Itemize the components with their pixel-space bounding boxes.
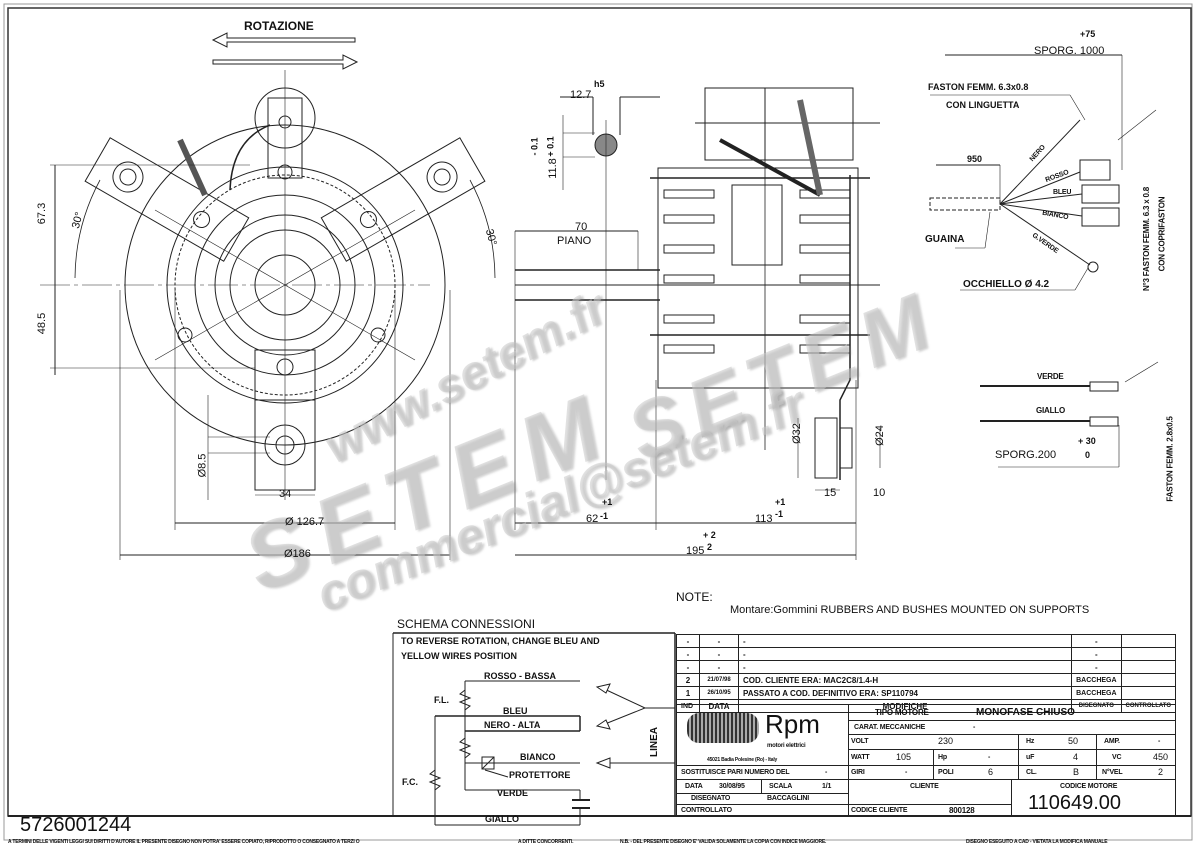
revision-row: ---- — [676, 660, 1177, 674]
client-code-cell: CODICE CLIENTE 800128 — [848, 804, 1012, 816]
dim-diameter-outer: Ø186 — [284, 548, 311, 560]
faston3-label: N°3 FASTON FEMM. 6.3 x 0.8 — [1142, 186, 1152, 292]
schema-linea: LINEA — [649, 727, 660, 757]
dim-62-tol-minus: -1 — [600, 511, 609, 521]
schema-protettore: PROTETTORE — [509, 770, 571, 780]
dim-62-tol-plus: +1 — [602, 497, 613, 507]
brand-sub: motori elettrici — [767, 743, 806, 749]
capacitor-leads-diagram — [980, 361, 1159, 468]
drawn-by-row: DISEGNATO BACCAGLINI — [677, 793, 849, 805]
dim-113-tol-minus: -1 — [775, 509, 784, 519]
faston-sub: CON LINGUETTA — [946, 100, 1020, 110]
flat-label: PIANO — [557, 235, 592, 247]
schema-fl: F.L. — [434, 695, 449, 705]
dim-hole: Ø8.5 — [196, 453, 209, 478]
dim-cap-dia: Ø32 — [790, 423, 803, 444]
dim-10: 10 — [873, 487, 886, 499]
watt-row: WATT 105 Hp - uF 4 VC 450 — [848, 749, 1175, 779]
shaft-tol-minus: - 0.1 — [529, 137, 540, 156]
eyelet-label: OCCHIELLO Ø 4.2 — [963, 279, 1050, 290]
dim-195: 195 — [686, 545, 705, 557]
shaft-tol-plus: + 0.1 — [545, 136, 556, 157]
shaft-flat: 11.8 — [546, 158, 559, 179]
rotation-arrows — [211, 32, 359, 70]
sporg-label: SPORG. 1000 — [1034, 45, 1105, 57]
side-view-motor — [514, 87, 881, 560]
revision-row: ---- — [676, 634, 1177, 648]
faston3-sub: CON COPRIFASTON — [1157, 196, 1167, 272]
title-block: Rpm motori elettrici 45021 Badia Polesin… — [676, 704, 1176, 816]
footer-cad: DISEGNO ESEGUITO A CAD - VIETATA LA MODI… — [966, 839, 1108, 845]
sporg-tol-plus: +75 — [1080, 29, 1096, 39]
client-cell: CLIENTE — [848, 779, 1012, 805]
dim-67-3: 67.3 — [36, 202, 49, 225]
schema-giallo: GIALLO — [485, 814, 519, 824]
schema-rosso: ROSSO - BASSA — [484, 671, 557, 681]
mech-row: CARAT. MECCANICHE - — [848, 720, 1175, 735]
lead-wires-diagram — [929, 54, 1157, 291]
cap-sporg-tol-plus: + 30 — [1078, 436, 1096, 446]
schema-bianco: BIANCO — [520, 752, 556, 762]
logo-coils-icon — [687, 713, 759, 743]
cap-sporg-tol-minus: 0 — [1085, 450, 1091, 460]
revision-row: ---- — [676, 647, 1177, 661]
dim-195-tol-minus: 2 — [707, 542, 713, 552]
checked-by-row: CONTROLLATO — [677, 804, 849, 816]
dim-48-5: 48.5 — [36, 312, 49, 335]
volt-row: VOLT 230 Hz 50 AMP. - — [848, 734, 1175, 750]
footer-competitors: A DITTE CONCORRENTI. — [518, 839, 574, 845]
motor-code: 110649.00 — [1028, 792, 1122, 814]
cap-wire-giallo: GIALLO — [1036, 406, 1066, 415]
dim-cap-dia2: Ø24 — [873, 425, 886, 446]
motor-type: MONOFASE CHIUSO — [976, 707, 1075, 718]
cap-faston-label: FASTON FEMM. 2.8x0.5 — [1165, 416, 1175, 502]
connection-schema — [392, 632, 676, 826]
schema-bleu: BLEU — [503, 706, 528, 716]
motor-type-row: TIPO MOTORE MONOFASE CHIUSO — [848, 705, 1175, 721]
schema-nero: NERO - ALTA — [484, 720, 541, 730]
part-number: 5726001244 — [20, 814, 132, 836]
wire-bleu: BLEU — [1053, 189, 1072, 196]
dim-15: 15 — [824, 487, 837, 499]
sheath-label: GUAINA — [925, 234, 965, 245]
shaft-tol: h5 — [594, 79, 605, 89]
schema-title: SCHEMA CONNESSIONI — [397, 617, 536, 631]
schema-instruction-2: YELLOW WIRES POSITION — [401, 651, 518, 661]
flat-length: 70 — [575, 221, 588, 233]
schema-verde: VERDE — [497, 788, 529, 798]
dim-diameter-inner: Ø 126.7 — [285, 516, 325, 528]
footer-note: N.B. - DEL PRESENTE DISEGNO E' VALIDA SO… — [620, 839, 827, 845]
company-address: 45021 Badia Polesine (Ro) - Italy — [707, 757, 778, 763]
faston-label: FASTON FEMM. 6.3x0.8 — [928, 82, 1029, 92]
dim-113: 113 — [755, 513, 773, 525]
dim-195-tol-plus: + 2 — [703, 530, 716, 540]
schema-fc: F.C. — [402, 777, 419, 787]
brand-name: Rpm — [765, 709, 820, 739]
giri-row: GIRI - POLI 6 CL. B N°VEL 2 — [848, 765, 1175, 780]
shaft-dia: 12.7 — [570, 89, 592, 101]
front-view-motor — [40, 70, 496, 560]
note-text: Montare:Gommini RUBBERS AND BUSHES MOUNT… — [730, 604, 1090, 616]
dim-bracket-width: 34 — [279, 488, 292, 500]
company-logo: Rpm motori elettrici 45021 Badia Polesin… — [677, 705, 849, 766]
replaces-row: SOSTITUISCE PARI NUMERO DEL - — [677, 765, 849, 780]
footer-copyright: A TERMINI DELLE VIGENTI LEGGI SUI DIRITT… — [8, 839, 360, 845]
motor-code-cell: CODICE MOTORE 110649.00 — [1028, 783, 1122, 814]
note-label: NOTE: — [676, 590, 713, 604]
schema-instruction-1: TO REVERSE ROTATION, CHANGE BLEU AND — [401, 636, 600, 646]
cap-wire-verde: VERDE — [1037, 372, 1064, 381]
cap-sporg: SPORG.200 — [995, 449, 1057, 461]
rotation-label: ROTAZIONE — [244, 19, 314, 33]
dim-62: 62 — [586, 513, 599, 525]
date-scale-row: DATA 30/08/95 SCALA 1/1 — [677, 779, 849, 794]
client-code: 800128 — [949, 806, 975, 815]
dim-113-tol-plus: +1 — [775, 497, 786, 507]
sheath-length: 950 — [967, 154, 983, 164]
